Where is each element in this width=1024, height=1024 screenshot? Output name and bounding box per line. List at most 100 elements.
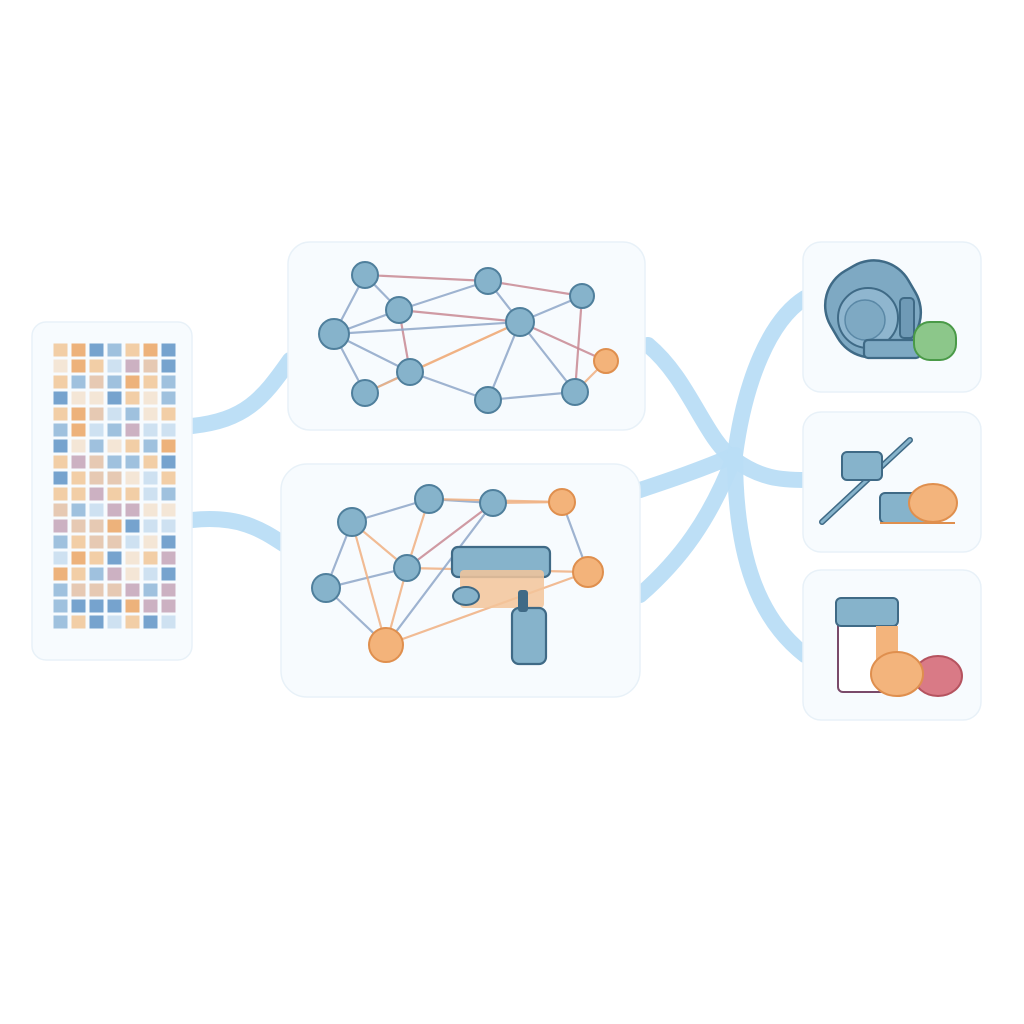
matrix-cell: [53, 423, 68, 437]
matrix-cell: [89, 359, 104, 373]
matrix-cell: [107, 583, 122, 597]
matrix-cell: [89, 551, 104, 565]
graph-edge: [397, 279, 490, 312]
matrix-cell: [53, 583, 68, 597]
matrix-cell: [71, 375, 86, 389]
graph-edge: [350, 520, 388, 647]
matrix-cell: [143, 375, 158, 389]
connectors: [184, 290, 813, 663]
matrix-cell: [143, 519, 158, 533]
matrix-cell: [53, 407, 68, 421]
graph-edge: [332, 320, 522, 336]
matrix-cell: [107, 359, 122, 373]
graph-edge: [363, 320, 522, 395]
graph-edge: [573, 294, 584, 394]
connector-bottom-graph-to-outputs: [632, 447, 743, 498]
top-graph: [318, 261, 619, 414]
matrix-cell: [71, 471, 86, 485]
matrix-cell: [161, 599, 176, 613]
input-matrix: [53, 343, 176, 629]
matrix-cell: [89, 455, 104, 469]
matrix-cell: [161, 375, 176, 389]
matrix-cell: [107, 391, 122, 405]
matrix-cell: [125, 503, 140, 517]
matrix-cell: [53, 439, 68, 453]
matrix-cell: [107, 407, 122, 421]
graph-node: [393, 554, 421, 582]
matrix-cell: [89, 487, 104, 501]
graph-node: [385, 296, 413, 324]
graph-node: [479, 489, 507, 517]
matrix-cell: [143, 471, 158, 485]
graph-node: [351, 261, 379, 289]
matrix-cell: [71, 551, 86, 565]
matrix-cell: [143, 567, 158, 581]
graph-node: [569, 283, 595, 309]
matrix-cell: [107, 375, 122, 389]
matrix-cell: [71, 423, 86, 437]
matrix-cell: [53, 391, 68, 405]
connector-bottom-graph-lower: [632, 447, 743, 603]
matrix-cell: [143, 455, 158, 469]
matrix-cell: [125, 615, 140, 629]
plug-icon: [450, 545, 552, 666]
matrix-cell: [161, 391, 176, 405]
matrix-cell: [143, 535, 158, 549]
matrix-cell: [89, 583, 104, 597]
graph-edge: [518, 320, 608, 363]
matrix-cell: [71, 567, 86, 581]
graph-node: [318, 318, 350, 350]
matrix-cell: [53, 503, 68, 517]
graph-node: [311, 573, 341, 603]
graph-edge: [397, 308, 522, 324]
matrix-cell: [89, 423, 104, 437]
matrix-cell: [125, 407, 140, 421]
matrix-cell: [125, 551, 140, 565]
matrix-cell: [107, 439, 122, 453]
matrix-cell: [89, 439, 104, 453]
matrix-cell: [161, 583, 176, 597]
connector-hub-to-output-bottom: [727, 447, 813, 663]
matrix-cell: [143, 423, 158, 437]
matrix-cell: [125, 439, 140, 453]
matrix-cell: [161, 423, 176, 437]
matrix-cell: [89, 471, 104, 485]
connector-matrix-to-top-graph: [184, 352, 298, 434]
matrix-cell: [161, 503, 176, 517]
graph-node: [561, 378, 589, 406]
matrix-cell: [71, 615, 86, 629]
matrix-cell: [53, 535, 68, 549]
matrix-cell: [161, 471, 176, 485]
graph-node: [548, 488, 576, 516]
matrix-cell: [125, 391, 140, 405]
matrix-cell: [53, 551, 68, 565]
matrix-cell: [71, 519, 86, 533]
graph-node: [368, 627, 404, 663]
graph-edge: [486, 390, 577, 402]
matrix-cell: [143, 615, 158, 629]
matrix-cell: [53, 455, 68, 469]
matrix-cell: [143, 439, 158, 453]
matrix-cell: [125, 375, 140, 389]
microscope-icon: [823, 259, 957, 361]
matrix-cell: [125, 423, 140, 437]
graph-node: [396, 358, 424, 386]
matrix-cell: [107, 599, 122, 613]
matrix-cell: [89, 407, 104, 421]
matrix-cell: [143, 359, 158, 373]
matrix-cell: [161, 455, 176, 469]
matrix-cell: [125, 487, 140, 501]
graph-edge: [363, 273, 490, 283]
vial-icon: [835, 597, 963, 697]
matrix-cell: [143, 407, 158, 421]
matrix-cell: [53, 343, 68, 357]
matrix-cell: [71, 455, 86, 469]
matrix-cell: [161, 519, 176, 533]
matrix-cell: [143, 391, 158, 405]
graph-edge: [384, 570, 590, 647]
matrix-cell: [161, 487, 176, 501]
matrix-cell: [125, 535, 140, 549]
matrix-cell: [143, 599, 158, 613]
matrix-cell: [107, 551, 122, 565]
